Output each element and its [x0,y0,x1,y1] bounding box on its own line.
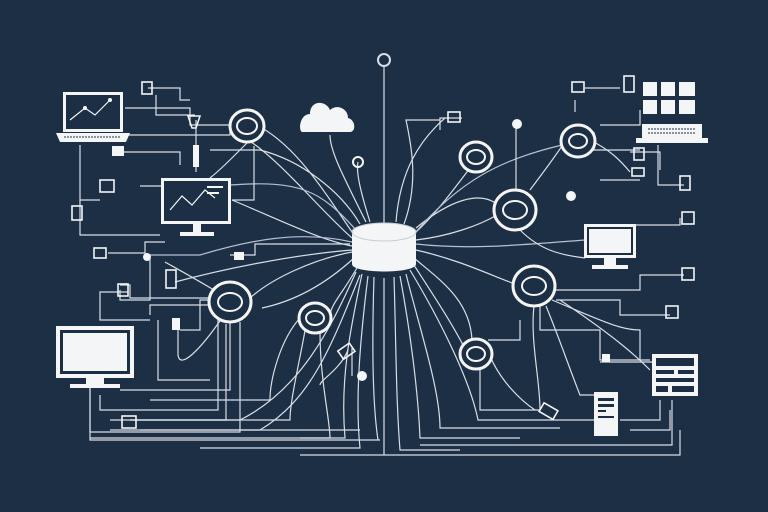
network-node-icon [492,188,538,232]
dashboard-panel-icon [652,354,698,396]
desktop-monitor-icon [56,326,134,388]
network-node-icon [228,108,266,144]
windows-logo-icon [643,82,695,114]
connector-plug-icon [71,75,695,429]
server-tower-icon [594,392,618,436]
network-node-icon [458,337,494,371]
network-node-icon [297,301,333,335]
laptop-icon [636,124,708,143]
network-node-icon [511,264,557,308]
connection-wires [79,66,684,456]
database-hub-icon [351,222,417,272]
desktop-monitor-icon [161,178,231,236]
antenna-icon [186,115,202,167]
desktop-monitor-icon [584,224,636,269]
terminal-dots [143,53,576,381]
cloud-icon [300,102,355,132]
network-node-icon [559,123,597,159]
network-node-icon [458,140,494,174]
network-node-icon [207,280,253,324]
laptop-icon [56,92,130,142]
